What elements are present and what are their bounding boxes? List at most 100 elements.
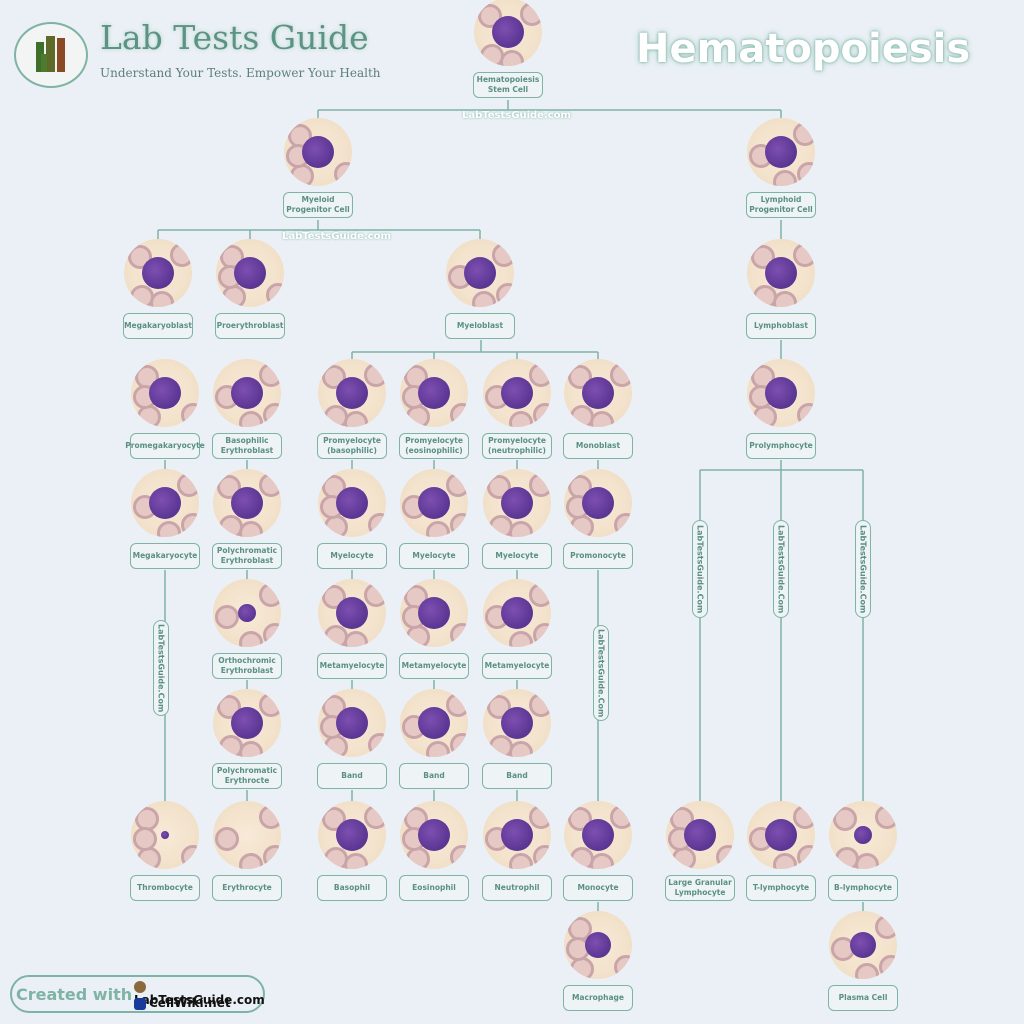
- node-label-polychromatic-erythrocyte: Polychromatic Erythrocte: [212, 763, 282, 789]
- red-blood-cell: [875, 805, 897, 829]
- red-blood-cell: [478, 4, 502, 28]
- nucleus: [418, 707, 450, 739]
- red-blood-cell: [263, 403, 281, 427]
- node-label-myelocyte-1: Myelocyte: [317, 543, 387, 569]
- red-blood-cell: [450, 733, 468, 757]
- red-blood-cell: [239, 741, 263, 757]
- node-label-thrombocyte: Thrombocyte: [130, 875, 200, 901]
- red-blood-cell: [334, 162, 352, 186]
- cell-image-promegakaryocyte: [131, 359, 199, 427]
- source-label: LabTestsGuide.com: [134, 993, 265, 1007]
- watermark: LabTestsGuide.com: [282, 231, 391, 242]
- node-label-proerythroblast: Proerythroblast: [215, 313, 285, 339]
- red-blood-cell: [855, 963, 879, 979]
- node-label-myeloblast: Myeloblast: [445, 313, 515, 339]
- node-label-basophilic-erythroblast: Basophilic Erythroblast: [212, 433, 282, 459]
- red-blood-cell: [450, 623, 468, 647]
- cell-image-promyelocyte-eos: [400, 359, 468, 427]
- labtestsguide-icon: [134, 980, 146, 993]
- watermark-pill: LabTestsGuide.Com: [593, 625, 609, 721]
- red-blood-cell: [368, 513, 386, 537]
- credit-label: Created with: [16, 985, 133, 1004]
- red-blood-cell: [259, 473, 281, 497]
- red-blood-cell: [472, 291, 496, 307]
- node-label-metamyelocyte-3: Metamyelocyte: [482, 653, 552, 679]
- red-blood-cell: [239, 411, 263, 427]
- credit-badge: Created with LabTestsGuide.com CellWiki.…: [10, 975, 265, 1013]
- red-blood-cell: [259, 363, 281, 387]
- cell-image-lymphoid: [747, 118, 815, 186]
- red-blood-cell: [177, 473, 199, 497]
- cell-image-monocyte: [564, 801, 632, 869]
- red-blood-cell: [793, 243, 815, 267]
- red-blood-cell: [833, 807, 857, 831]
- red-blood-cell: [259, 805, 281, 829]
- cell-image-prolymphocyte: [747, 359, 815, 427]
- credit-source-cellwiki[interactable]: CellWiki.net: [134, 996, 231, 1010]
- cell-image-myeloblast: [446, 239, 514, 307]
- node-label-promyelocyte-baso: Promyelocyte (basophilic): [317, 433, 387, 459]
- nucleus: [336, 707, 368, 739]
- nucleus: [238, 604, 256, 622]
- red-blood-cell: [496, 283, 514, 307]
- node-label-prolymphocyte: Prolymphocyte: [746, 433, 816, 459]
- red-blood-cell: [446, 693, 468, 717]
- nucleus: [582, 487, 614, 519]
- node-label-lymphoid: Lymphoid Progenitor Cell: [746, 192, 816, 218]
- red-blood-cell: [529, 473, 551, 497]
- red-blood-cell: [773, 170, 797, 186]
- node-label-promyelocyte-eos: Promyelocyte (eosinophilic): [399, 433, 469, 459]
- cell-image-metamyelocyte-2: [400, 579, 468, 647]
- red-blood-cell: [716, 845, 734, 869]
- red-blood-cell: [450, 403, 468, 427]
- nucleus: [336, 487, 368, 519]
- node-label-erythrocyte: Erythrocyte: [212, 875, 282, 901]
- lab-tests-guide-logo: [14, 22, 88, 88]
- red-blood-cell: [614, 955, 632, 979]
- cell-image-eosinophil: [400, 801, 468, 869]
- red-blood-cell: [879, 955, 897, 979]
- nucleus: [501, 377, 533, 409]
- red-blood-cell: [614, 513, 632, 537]
- red-blood-cell: [344, 411, 368, 427]
- cell-image-neutrophil: [483, 801, 551, 869]
- credit-source-labtestsguide[interactable]: LabTestsGuide.com: [134, 979, 265, 1007]
- cell-image-metamyelocyte-3: [483, 579, 551, 647]
- nucleus: [142, 257, 174, 289]
- nucleus: [765, 819, 797, 851]
- cell-image-large-granular-lymphocyte: [666, 801, 734, 869]
- red-blood-cell: [133, 827, 157, 851]
- cell-image-band-3: [483, 689, 551, 757]
- red-blood-cell: [344, 631, 368, 647]
- node-label-band-1: Band: [317, 763, 387, 789]
- nucleus: [336, 819, 368, 851]
- node-label-lymphoblast: Lymphoblast: [746, 313, 816, 339]
- nucleus: [418, 487, 450, 519]
- nucleus: [582, 377, 614, 409]
- cell-image-plasma-cell: [829, 911, 897, 979]
- node-label-promonocyte: Promonocyte: [563, 543, 633, 569]
- red-blood-cell: [509, 521, 533, 537]
- red-blood-cell: [529, 805, 551, 829]
- red-blood-cell: [170, 243, 192, 267]
- nucleus: [418, 597, 450, 629]
- nucleus: [418, 377, 450, 409]
- red-blood-cell: [181, 513, 199, 537]
- red-blood-cell: [509, 741, 533, 757]
- cell-image-promyelocyte-baso: [318, 359, 386, 427]
- red-blood-cell: [259, 583, 281, 607]
- node-label-metamyelocyte-1: Metamyelocyte: [317, 653, 387, 679]
- red-blood-cell: [773, 291, 797, 307]
- cell-image-proerythroblast: [216, 239, 284, 307]
- red-blood-cell: [793, 122, 815, 146]
- cell-image-promyelocyte-neut: [483, 359, 551, 427]
- nucleus: [231, 377, 263, 409]
- red-blood-cell: [533, 845, 551, 869]
- cell-image-megakaryoblast: [124, 239, 192, 307]
- node-label-metamyelocyte-2: Metamyelocyte: [399, 653, 469, 679]
- cell-image-polychromatic-erythrocyte: [213, 689, 281, 757]
- red-blood-cell: [426, 741, 450, 757]
- cell-image-stem: [474, 0, 542, 66]
- red-blood-cell: [263, 845, 281, 869]
- red-blood-cell: [568, 365, 592, 389]
